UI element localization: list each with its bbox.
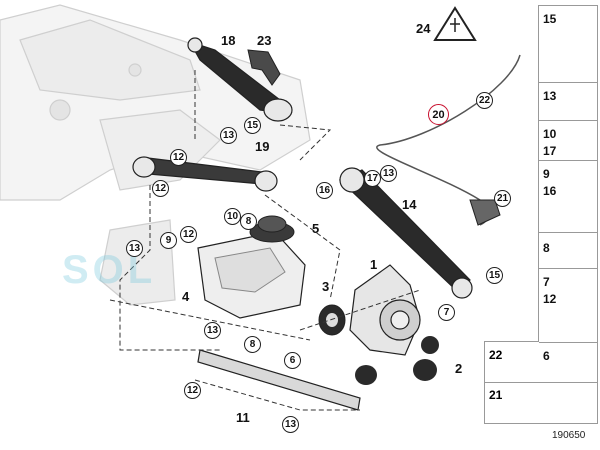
watermark: SOL xyxy=(62,248,157,292)
panel-cell: 9 16 xyxy=(539,160,597,233)
panel-cell: 6 xyxy=(539,342,597,383)
callout-12d: 12 xyxy=(184,382,201,399)
callout-13a: 13 xyxy=(220,127,237,144)
callout-4: 4 xyxy=(182,289,190,304)
panel-label: 7 12 xyxy=(543,275,557,306)
callout-12a: 12 xyxy=(170,149,187,166)
callout-12b: 12 xyxy=(152,180,169,197)
callout-14: 14 xyxy=(402,197,417,212)
panel-label: 9 16 xyxy=(543,167,557,198)
callout-22: 22 xyxy=(476,92,493,109)
callout-9: 9 xyxy=(160,232,177,249)
upper-control-arm xyxy=(187,37,293,122)
callout-20-highlighted: 20 xyxy=(428,104,449,125)
callout-8b: 8 xyxy=(244,336,261,353)
callout-8a: 8 xyxy=(240,213,257,230)
panel-cell: 8 xyxy=(539,232,597,269)
panel-cell: 7 12 xyxy=(539,268,597,343)
toe-link xyxy=(197,349,361,411)
leader-lines xyxy=(109,70,421,411)
callout-7: 7 xyxy=(438,304,455,321)
panel-label: 22 xyxy=(489,348,503,362)
panel-label: 21 xyxy=(489,388,503,402)
callout-13c: 13 xyxy=(126,240,143,257)
callout-17: 17 xyxy=(364,170,381,187)
panel-cell: 13 xyxy=(539,82,597,121)
callout-10: 10 xyxy=(224,208,241,225)
callout-19: 19 xyxy=(255,139,270,154)
esd-warning-sign xyxy=(433,6,477,41)
wheel-carrier xyxy=(349,264,421,356)
callout-13d: 13 xyxy=(204,322,221,339)
panel-label: 10 17 xyxy=(543,127,557,158)
callout-1: 1 xyxy=(370,257,378,272)
callout-13e: 13 xyxy=(282,416,299,433)
panel-cell: 10 17 xyxy=(539,120,597,161)
trailing-arm xyxy=(338,167,473,299)
callout-21: 21 xyxy=(494,190,511,207)
bracket xyxy=(247,49,281,86)
callout-6: 6 xyxy=(284,352,301,369)
bearing-bushings xyxy=(355,336,439,385)
callout-23: 23 xyxy=(257,33,272,48)
callout-2: 2 xyxy=(455,361,463,376)
callout-5: 5 xyxy=(312,221,320,236)
callout-15b: 15 xyxy=(486,267,503,284)
hardware-parts-panel: 15 13 10 17 9 16 8 7 12 6 xyxy=(538,5,598,424)
bushing xyxy=(318,304,346,336)
panel-cell xyxy=(539,382,597,424)
diagram-number: 190650 xyxy=(552,430,586,441)
panel-label: 6 xyxy=(543,349,550,363)
callout-18: 18 xyxy=(221,33,236,48)
panel-label: 13 xyxy=(543,89,557,103)
callout-3: 3 xyxy=(322,279,330,294)
callout-13b: 13 xyxy=(380,165,397,182)
spring-pad xyxy=(249,215,295,243)
callout-15a: 15 xyxy=(244,117,261,134)
panel-cell: 15 xyxy=(539,6,597,78)
callout-24: 24 xyxy=(416,21,431,36)
callout-11: 11 xyxy=(236,410,250,425)
callout-12c: 12 xyxy=(180,226,197,243)
panel-label: 8 xyxy=(543,241,550,255)
callout-16: 16 xyxy=(316,182,333,199)
panel-label: 15 xyxy=(543,12,557,26)
bottom-parts-panel: 22 21 xyxy=(484,341,539,424)
